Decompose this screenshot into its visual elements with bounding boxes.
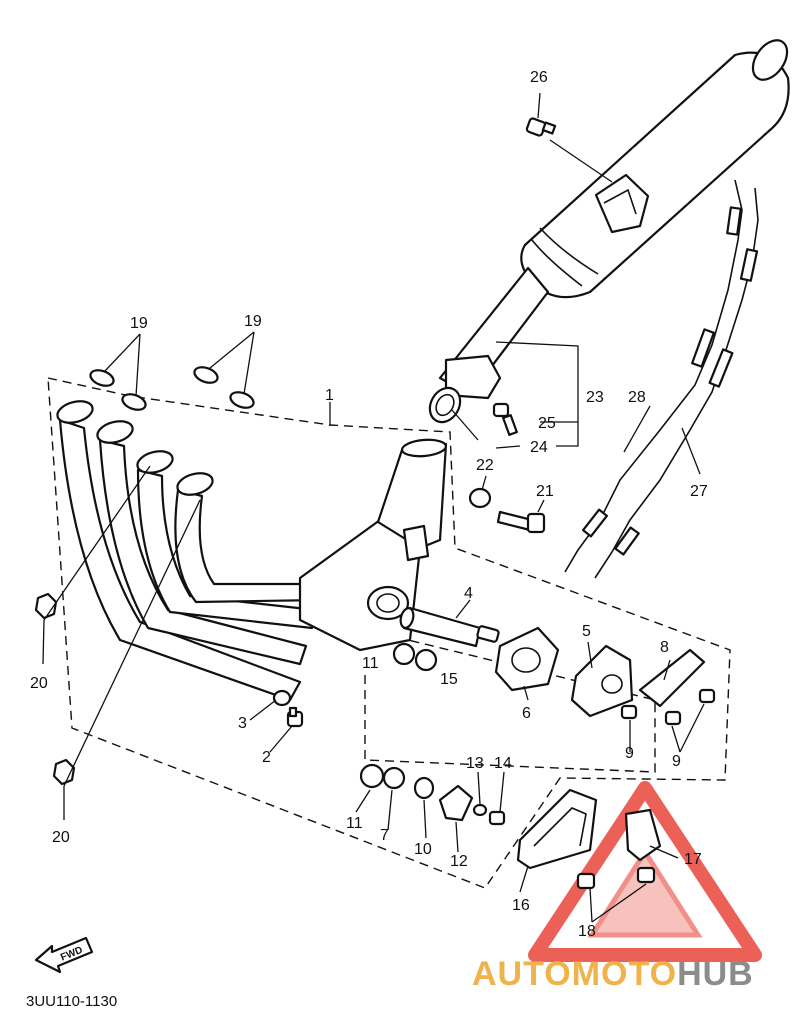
callout-20b: 20 <box>52 829 70 846</box>
callout-1: 1 <box>325 387 334 404</box>
gasket-6 <box>494 626 560 692</box>
bolt-25 <box>492 402 518 436</box>
callout-25: 25 <box>538 415 556 432</box>
watermark-logo: AUTOMOTOHUB <box>472 781 762 993</box>
valve-bracket-5-8 <box>570 644 716 726</box>
muffler <box>428 39 790 424</box>
callout-4: 4 <box>464 585 473 602</box>
pulley-parts-10-14 <box>413 776 506 826</box>
cover-16-17 <box>516 788 662 890</box>
callout-10: 10 <box>414 841 432 858</box>
shaft-4 <box>399 606 500 648</box>
callout-2: 2 <box>262 749 271 766</box>
callout-23: 23 <box>586 389 604 406</box>
callout-19a: 19 <box>130 315 148 332</box>
callout-14: 14 <box>494 755 512 772</box>
watermark-text-part2: HUB <box>677 955 754 993</box>
callout-16: 16 <box>512 897 530 914</box>
callout-28: 28 <box>628 389 646 406</box>
callout-21: 21 <box>536 483 554 500</box>
callout-19b: 19 <box>244 313 262 330</box>
leader-lines <box>42 92 705 923</box>
assembly-outline-1 <box>47 377 731 889</box>
callout-9b: 9 <box>672 753 681 770</box>
forward-direction-arrow: FWD <box>34 936 94 974</box>
callout-labels: 1 2 3 4 5 6 7 8 9 9 10 11 11 12 13 14 15… <box>30 69 708 940</box>
callout-6: 6 <box>522 705 531 722</box>
nuts-20 <box>34 592 76 786</box>
callout-24: 24 <box>530 439 548 456</box>
fwd-arrow-icon <box>34 936 94 974</box>
callout-5: 5 <box>582 623 591 640</box>
bolt-26 <box>525 117 557 137</box>
callout-7: 7 <box>380 827 389 844</box>
throttle-cables <box>564 179 759 579</box>
callout-17: 17 <box>684 851 702 868</box>
diagram-code: 3UU110-1130 <box>26 993 117 1010</box>
callout-11a: 11 <box>362 655 379 672</box>
gaskets-19 <box>89 366 255 411</box>
assembly-outline-bracket <box>364 639 656 773</box>
callout-15: 15 <box>440 671 458 688</box>
bushings-11-15 <box>359 642 438 790</box>
callout-9a: 9 <box>625 745 634 762</box>
callout-12: 12 <box>450 853 468 870</box>
callout-26: 26 <box>530 69 548 86</box>
callout-22: 22 <box>476 457 494 474</box>
watermark-text-part1: AUTOMOTO <box>472 955 677 993</box>
watermark-text: AUTOMOTOHUB <box>472 955 754 993</box>
bolt-21-washer-22 <box>468 487 546 534</box>
watermark-triangle-icon <box>528 781 762 962</box>
callout-13: 13 <box>466 755 484 772</box>
assembly-outlines <box>47 377 731 889</box>
callout-8: 8 <box>660 639 669 656</box>
bolt-2-washer-3 <box>272 689 304 728</box>
callout-27: 27 <box>690 483 708 500</box>
exhaust-header <box>56 400 448 702</box>
callout-11b: 11 <box>346 815 363 832</box>
callout-20a: 20 <box>30 675 48 692</box>
callout-18: 18 <box>578 923 596 940</box>
callout-3: 3 <box>238 715 247 732</box>
